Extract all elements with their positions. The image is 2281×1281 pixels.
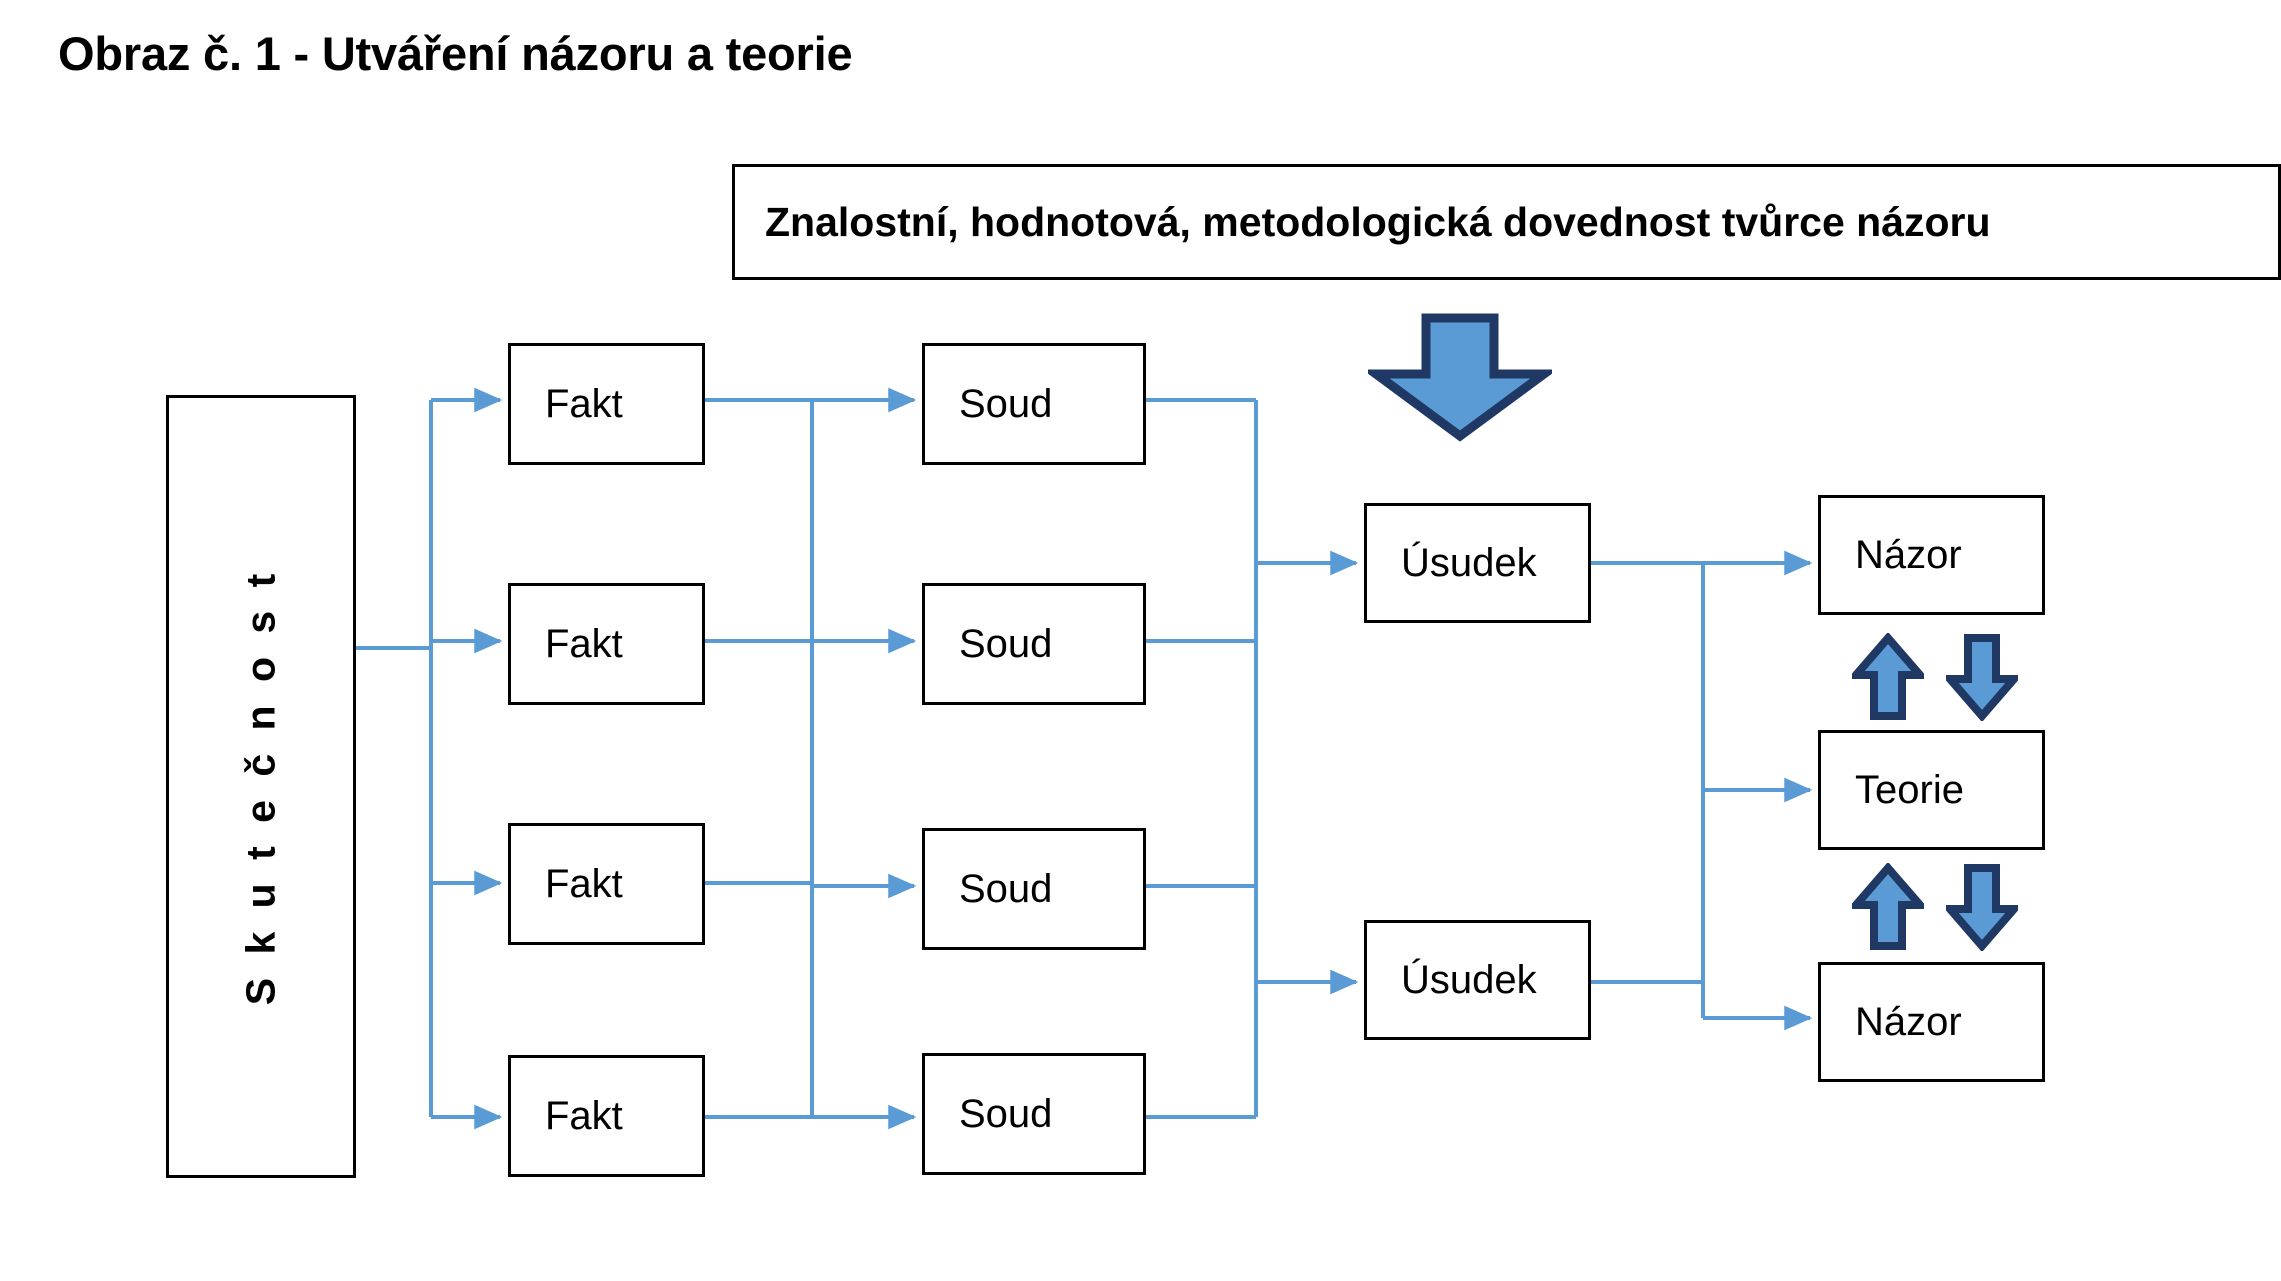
reality-label: S k u t e č n o s t	[237, 567, 284, 1006]
judgement-box-1: Soud	[922, 343, 1146, 465]
judgement-label-2: Soud	[959, 621, 1053, 666]
fact-label-2: Fakt	[545, 621, 623, 666]
fact-box-2: Fakt	[508, 583, 705, 705]
up-block-arrow	[1852, 633, 1924, 720]
up-block-arrow	[1852, 863, 1924, 950]
judgement-box-3: Soud	[922, 828, 1146, 950]
skill-banner: Znalostní, hodnotová, metodologická dove…	[732, 164, 2281, 280]
theory-label: Teorie	[1855, 767, 1964, 812]
fact-box-1: Fakt	[508, 343, 705, 465]
page-title: Obraz č. 1 - Utváření názoru a teorie	[58, 27, 853, 80]
fact-label-1: Fakt	[545, 381, 623, 426]
judgement-label-3: Soud	[959, 866, 1053, 911]
theory-box: Teorie	[1818, 730, 2045, 850]
skill-banner-label: Znalostní, hodnotová, metodologická dove…	[765, 198, 1991, 245]
inference-label-1: Úsudek	[1401, 540, 1537, 585]
inference-label-2: Úsudek	[1401, 957, 1537, 1002]
judgement-label-4: Soud	[959, 1091, 1053, 1136]
reality-box: S k u t e č n o s t	[166, 395, 356, 1178]
opinion-box-bottom: Názor	[1818, 962, 2045, 1082]
judgement-label-1: Soud	[959, 381, 1053, 426]
judgement-box-2: Soud	[922, 583, 1146, 705]
judgement-box-4: Soud	[922, 1053, 1146, 1175]
inference-box-1: Úsudek	[1364, 503, 1591, 623]
opinion-box-top: Názor	[1818, 495, 2045, 615]
opinion-label-bottom: Názor	[1855, 999, 1962, 1044]
inference-box-2: Úsudek	[1364, 920, 1591, 1040]
down-block-arrow	[1946, 634, 2018, 721]
fact-box-3: Fakt	[508, 823, 705, 945]
fact-box-4: Fakt	[508, 1055, 705, 1177]
opinion-label-top: Názor	[1855, 532, 1962, 577]
down-block-arrow	[1946, 864, 2018, 951]
fact-label-3: Fakt	[545, 861, 623, 906]
down-block-arrow	[1368, 313, 1552, 442]
fact-label-4: Fakt	[545, 1093, 623, 1138]
